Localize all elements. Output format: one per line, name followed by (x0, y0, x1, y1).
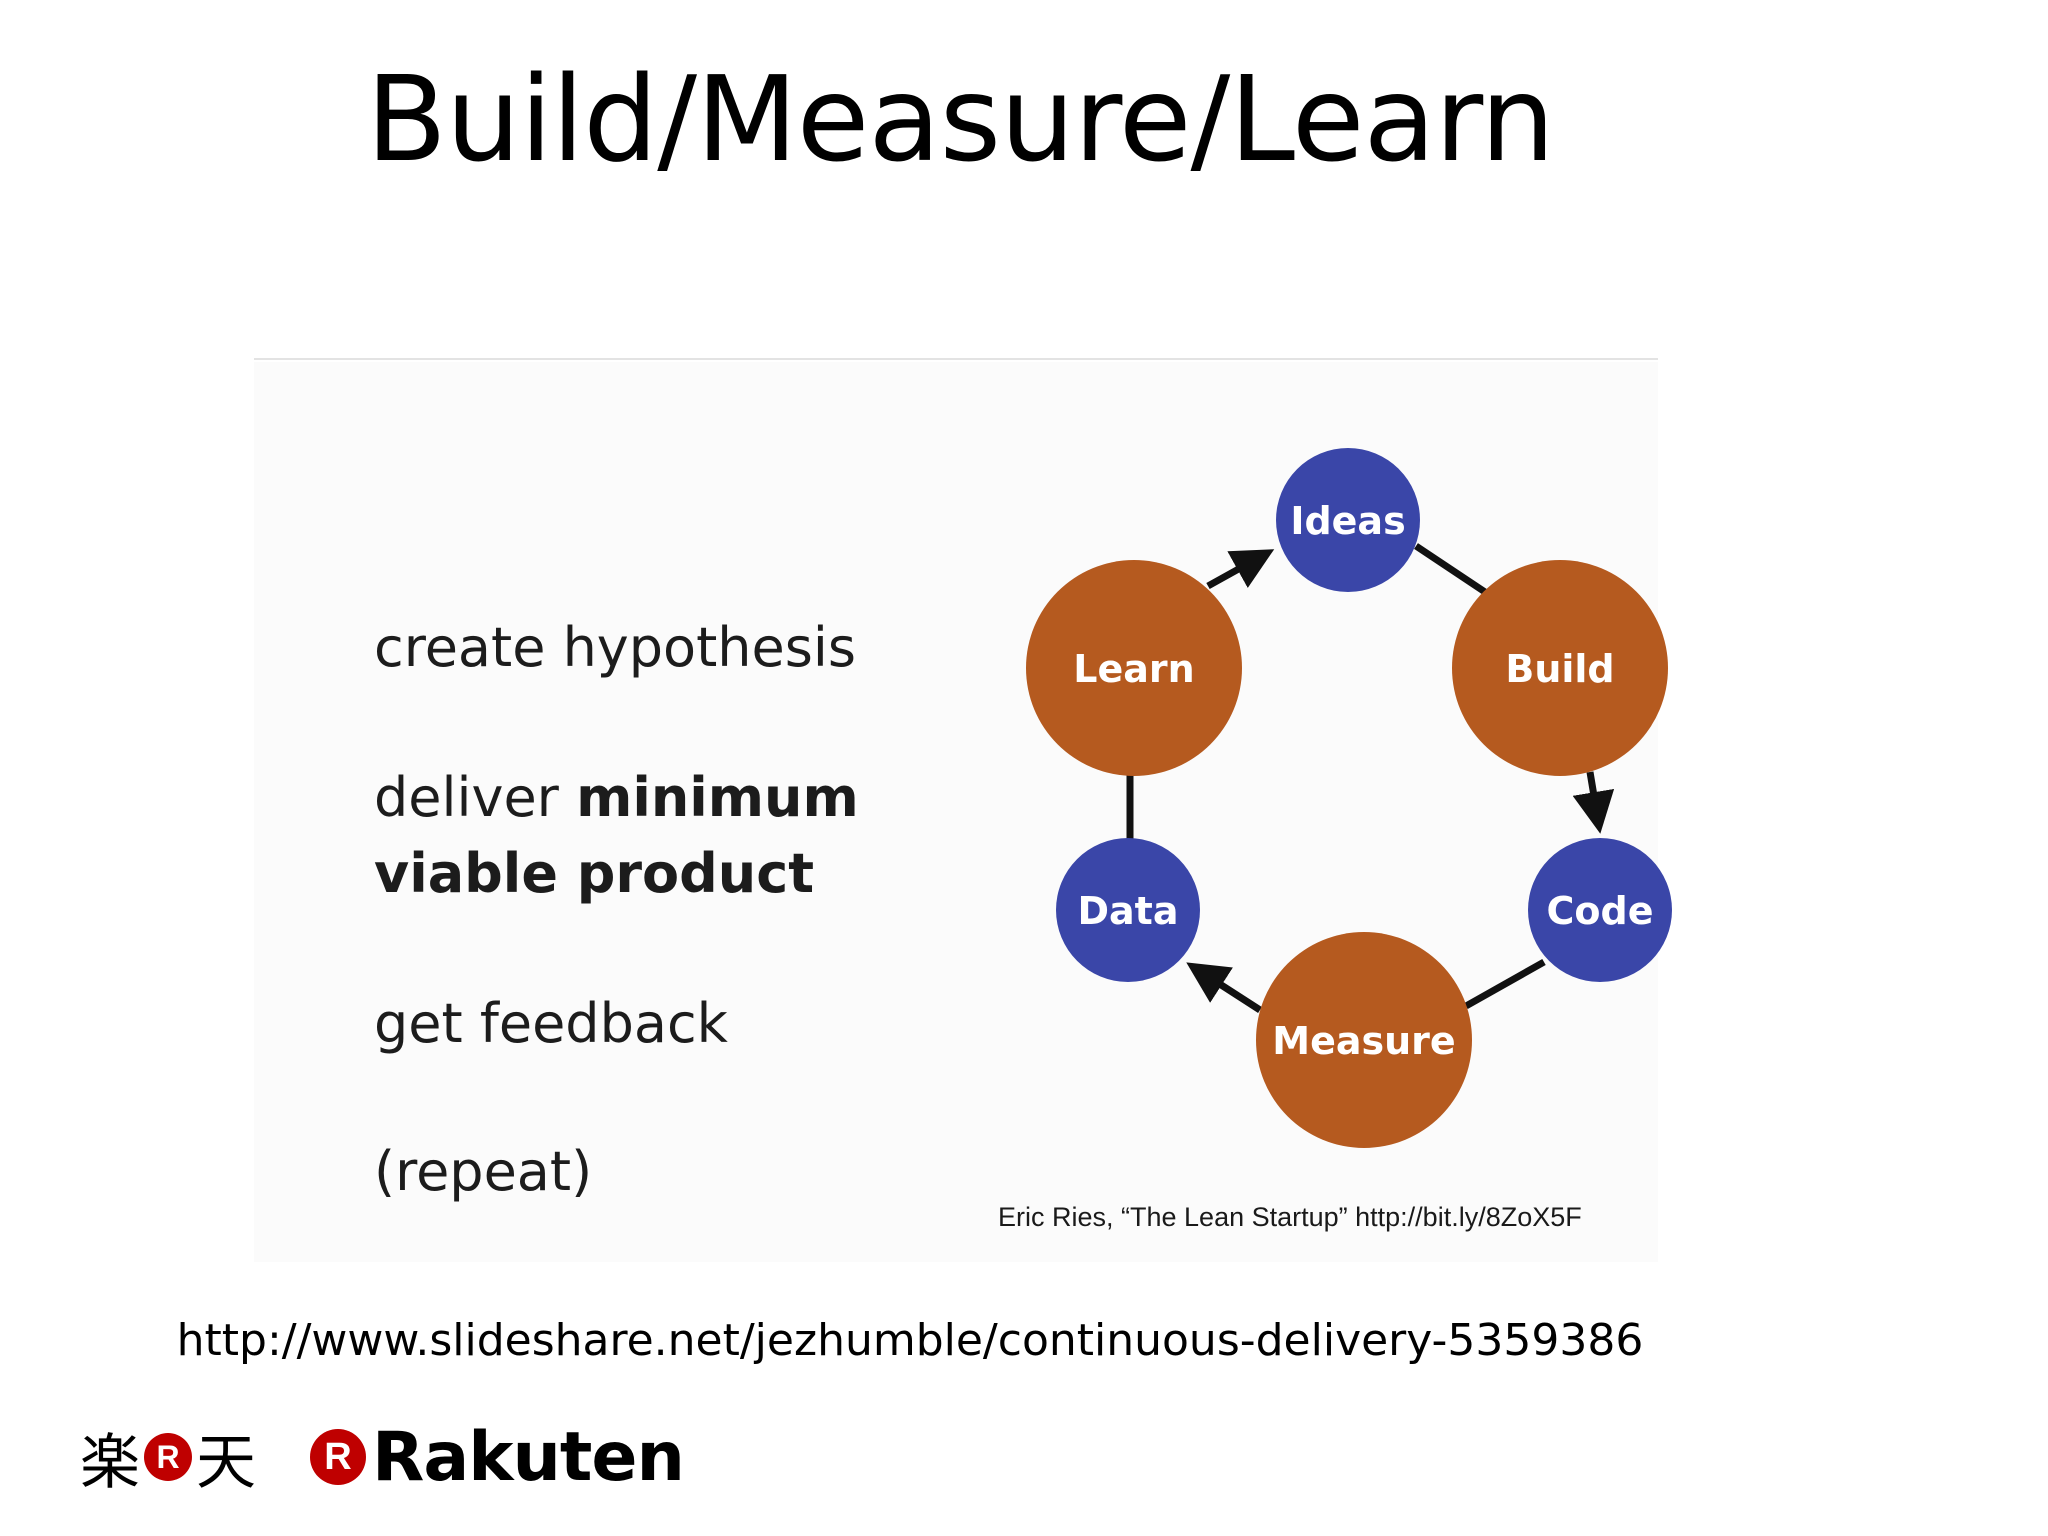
slide-title: Build/Measure/Learn (365, 50, 1555, 188)
logo-english-text: Rakuten (372, 1417, 685, 1497)
logo-japanese-text: 楽 (80, 1427, 140, 1498)
step-bold-text: viable product (374, 842, 815, 905)
step-viable-product: viable product (374, 836, 814, 912)
step-text: (repeat) (374, 1140, 593, 1203)
step-deliver: deliver minimum (374, 760, 859, 836)
step-get-feedback: get feedback (374, 986, 728, 1062)
rakuten-r-icon: R (144, 1433, 192, 1481)
attribution-caption: Eric Ries, “The Lean Startup” http://bit… (998, 1202, 1582, 1232)
step-bold-text: minimum (576, 766, 859, 829)
step-text: deliver (374, 766, 577, 829)
divider (254, 358, 1658, 360)
step-text: get feedback (374, 992, 728, 1055)
source-link[interactable]: http://www.slideshare.net/jezhumble/cont… (176, 1315, 1644, 1366)
rakuten-r-icon: R (310, 1429, 366, 1485)
step-text: create hypothesis (374, 616, 856, 679)
step-repeat: (repeat) (374, 1134, 592, 1210)
step-create-hypothesis: create hypothesis (374, 610, 856, 686)
logo-japanese-text: 天 (196, 1427, 256, 1498)
